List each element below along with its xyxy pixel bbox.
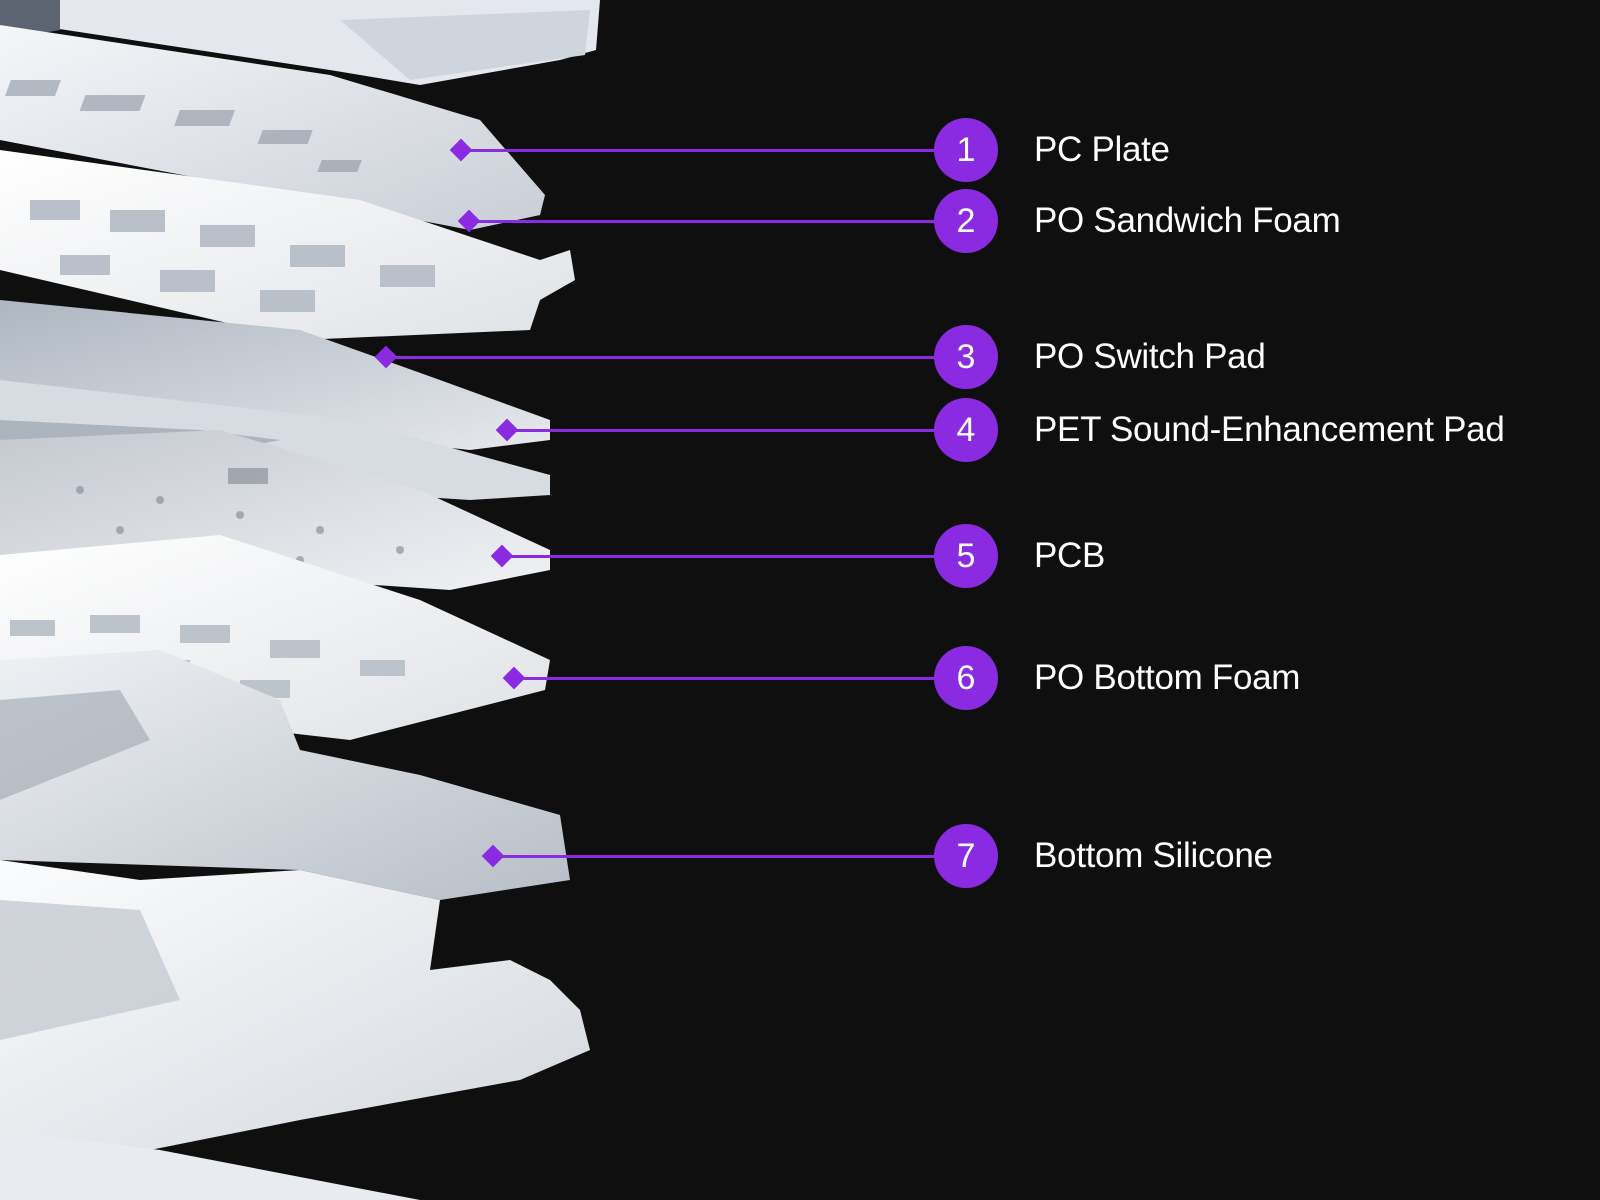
leader-line xyxy=(501,554,940,558)
bottom-silicone-layer xyxy=(0,650,570,900)
layer-label: Bottom Silicone xyxy=(1034,836,1273,875)
pc-plate-layer xyxy=(0,25,545,230)
layer-number-badge: 3 xyxy=(934,325,998,389)
bottom-case-layer xyxy=(0,860,590,1200)
sandwich-foam-layer xyxy=(0,150,575,340)
layer-label: PC Plate xyxy=(1034,130,1170,169)
layer-label: PCB xyxy=(1034,536,1106,575)
leader-line xyxy=(460,148,940,152)
layer-label: PET Sound-Enhancement Pad xyxy=(1034,410,1505,449)
layer-number-badge: 6 xyxy=(934,646,998,710)
layer-label: PO Bottom Foam xyxy=(1034,658,1301,697)
layer-number-badge: 4 xyxy=(934,398,998,462)
layer-number-badge: 7 xyxy=(934,824,998,888)
leader-line xyxy=(468,219,940,223)
leader-line xyxy=(385,355,940,359)
layer-number-badge: 5 xyxy=(934,524,998,588)
leader-line xyxy=(492,854,940,858)
layer-number-badge: 2 xyxy=(934,189,998,253)
layer-label: PO Switch Pad xyxy=(1034,337,1266,376)
leader-line xyxy=(506,428,940,432)
layer-label: PO Sandwich Foam xyxy=(1034,201,1341,240)
layer-number-badge: 1 xyxy=(934,118,998,182)
top-case-layer xyxy=(0,0,600,85)
leader-line xyxy=(513,676,940,680)
